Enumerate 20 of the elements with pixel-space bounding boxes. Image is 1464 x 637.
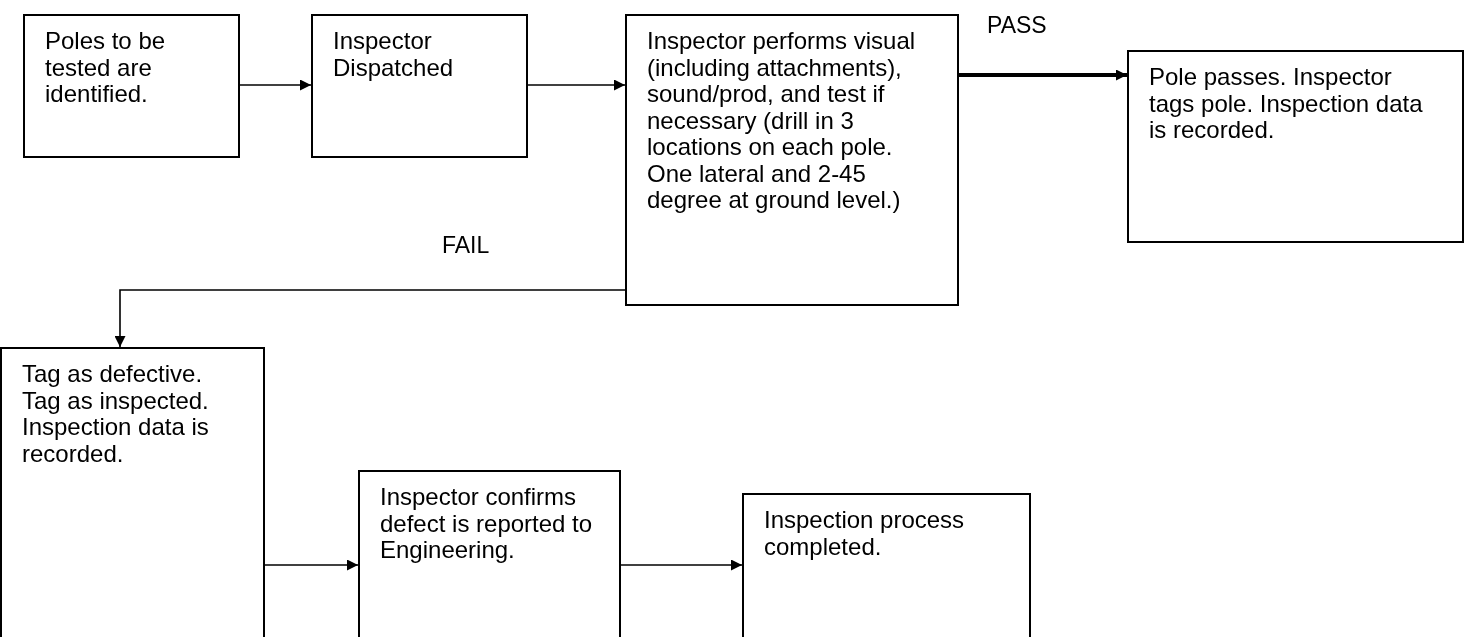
arrow bbox=[264, 559, 359, 571]
arrow bbox=[959, 69, 1127, 81]
arrow bbox=[239, 79, 312, 91]
box-text: Inspector confirms defect is reported to Engineering. bbox=[380, 484, 594, 564]
box-text: Inspector performs visual (including attachments), sound/prod, and test if necessary (drill in 3 locations on each pole. One lateral and 2-45 degree at ground level.) bbox=[647, 28, 917, 214]
arrow bbox=[114, 289, 626, 348]
process-box bbox=[311, 14, 528, 158]
arrow bbox=[527, 79, 626, 91]
process-box bbox=[742, 493, 1031, 637]
box-text: Inspector Dispatched bbox=[333, 28, 455, 81]
process-box bbox=[23, 14, 240, 158]
process-box bbox=[358, 470, 621, 637]
process-box bbox=[625, 14, 959, 306]
process-box bbox=[0, 347, 265, 637]
arrow bbox=[620, 559, 743, 571]
box-text: Tag as defective. Tag as inspected. Inspection data is recorded. bbox=[22, 361, 210, 467]
box-text: Pole passes. Inspector tags pole. Inspection data is recorded. bbox=[1149, 64, 1424, 144]
process-box bbox=[1127, 50, 1464, 243]
box-text: Inspection process completed. bbox=[764, 507, 966, 560]
box-text: Poles to be tested are identified. bbox=[45, 28, 167, 108]
